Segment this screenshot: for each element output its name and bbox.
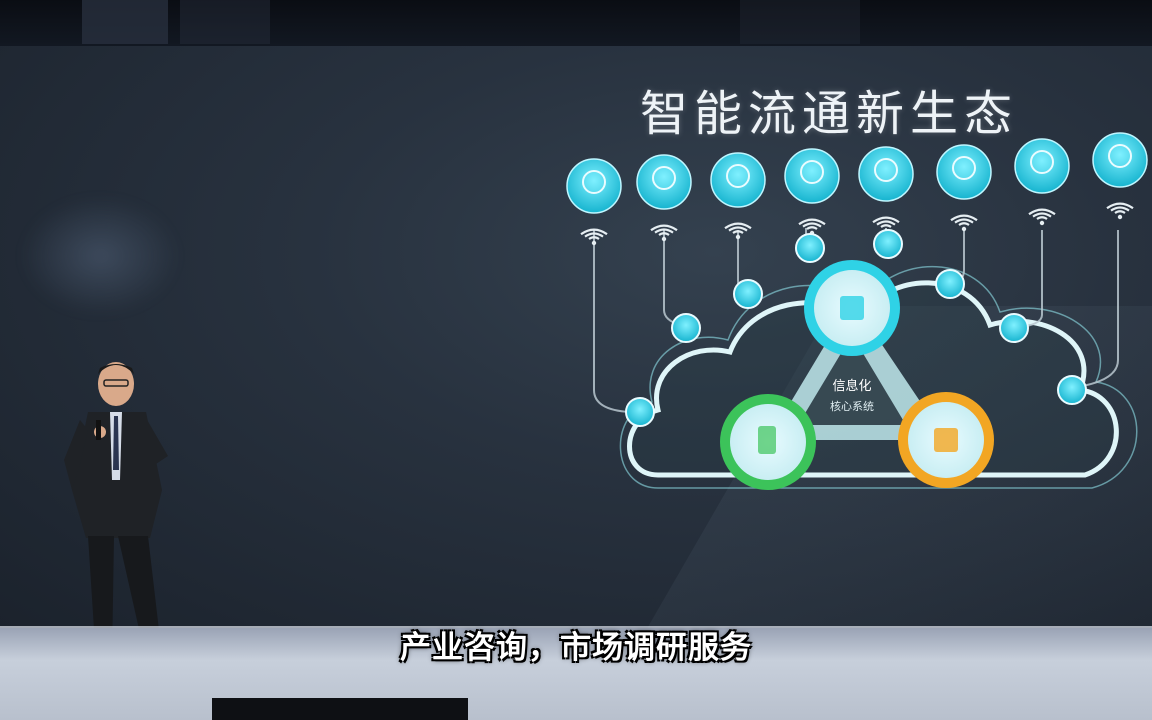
wifi-signal-icon bbox=[1032, 212, 1052, 218]
core-node-top bbox=[804, 260, 900, 356]
cloud-node bbox=[999, 313, 1029, 343]
stage-floor bbox=[0, 628, 1152, 720]
wifi-signal-icon bbox=[958, 222, 970, 226]
truck-icon bbox=[710, 152, 766, 240]
center-label-line1: 信息化 bbox=[832, 378, 871, 394]
wifi-signal-icon bbox=[954, 218, 974, 224]
wifi-signal-icon bbox=[872, 216, 900, 224]
cloud-node bbox=[873, 229, 903, 259]
building-icon bbox=[936, 144, 992, 232]
cloud-node bbox=[795, 233, 825, 263]
wifi-signal-icon bbox=[880, 224, 892, 228]
wifi-signal-icon bbox=[588, 236, 600, 240]
wifi-signal-icon bbox=[724, 222, 752, 230]
wifi-signal-icon bbox=[580, 228, 608, 236]
cloud-node bbox=[671, 313, 701, 343]
projection-screen bbox=[0, 46, 1152, 720]
ecosystem-diagram: 信息化 核心系统 bbox=[566, 132, 1148, 490]
cloud-node bbox=[1057, 375, 1087, 405]
wifi-signal-icon bbox=[732, 230, 744, 234]
video-subtitle: 产业咨询，市场调研服务 bbox=[400, 630, 752, 666]
cloud-node bbox=[733, 279, 763, 309]
wifi-signal-icon bbox=[658, 232, 670, 236]
core-node-left bbox=[720, 394, 816, 490]
wifi-signal-icon bbox=[654, 228, 674, 234]
wifi-signal-icon bbox=[1036, 216, 1048, 220]
wifi-signal-icon bbox=[1110, 206, 1130, 212]
bulb-icon bbox=[566, 158, 622, 246]
wifi-signal-icon bbox=[1028, 208, 1056, 216]
wifi-signal-icon bbox=[650, 224, 678, 232]
wifi-signal-icon bbox=[876, 220, 896, 226]
wifi-signal-icon bbox=[806, 226, 818, 230]
robot-icon bbox=[636, 154, 692, 242]
center-label-line2: 核心系统 bbox=[830, 399, 874, 413]
wifi-signal-icon bbox=[798, 218, 826, 226]
slide-title: 智能流通新生态 bbox=[640, 86, 1019, 142]
core-node-right bbox=[898, 392, 994, 488]
stage-monitor bbox=[212, 698, 468, 720]
wifi-signal-icon bbox=[728, 226, 748, 232]
cloud-node bbox=[625, 397, 655, 427]
star-icon bbox=[1092, 132, 1148, 220]
wifi-signal-icon bbox=[584, 232, 604, 238]
cloud-node bbox=[935, 269, 965, 299]
ceiling bbox=[0, 0, 1152, 46]
warehouse-icon bbox=[858, 146, 914, 234]
network-icon bbox=[784, 148, 840, 236]
wifi-signal-icon bbox=[950, 214, 978, 222]
factory-icon bbox=[1014, 138, 1070, 226]
wifi-signal-icon bbox=[1106, 202, 1134, 210]
wifi-signal-icon bbox=[1114, 210, 1126, 214]
wifi-signal-icon bbox=[802, 222, 822, 228]
